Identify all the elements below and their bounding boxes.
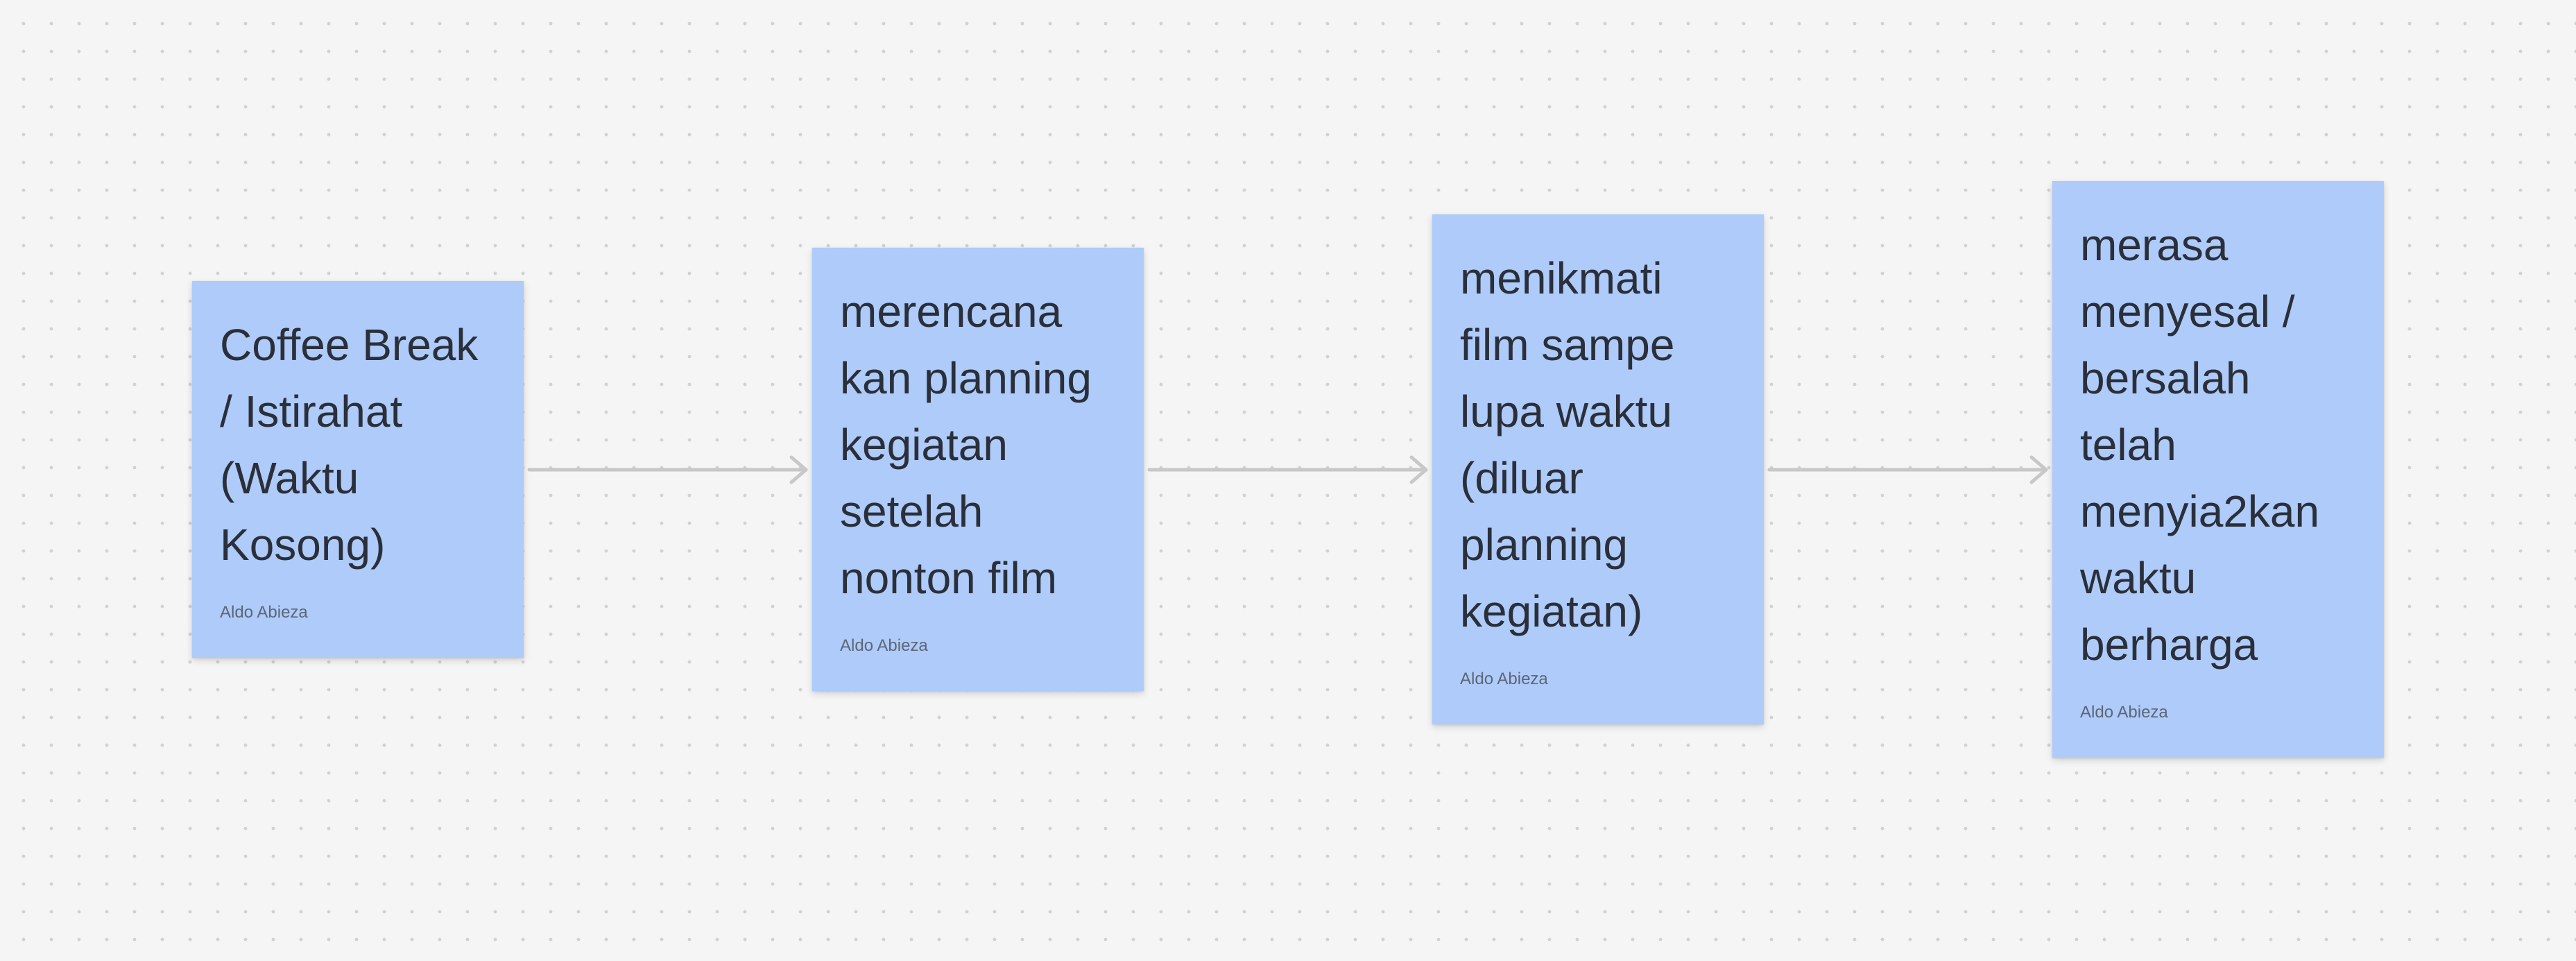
sticky-note-1[interactable]: Coffee Break / Istirahat (Waktu Kosong) …	[192, 281, 524, 658]
sticky-note-text: Coffee Break / Istirahat (Waktu Kosong)	[220, 320, 479, 570]
sticky-note-author: Aldo Abieza	[1460, 670, 1548, 688]
sticky-note-2[interactable]: merencana kan planning kegiatan setelah …	[812, 248, 1144, 691]
connector-arrow-2-3[interactable]	[1147, 455, 1428, 484]
sticky-note-author: Aldo Abieza	[220, 603, 308, 622]
sticky-note-author: Aldo Abieza	[2080, 703, 2168, 722]
connector-arrow-3-4[interactable]	[1767, 455, 2048, 484]
sticky-note-text: merencana kan planning kegiatan setelah …	[840, 287, 1092, 603]
sticky-note-4[interactable]: merasa menyesal / bersalah telah menyia2…	[2052, 181, 2384, 758]
sticky-note-author: Aldo Abieza	[840, 636, 928, 655]
sticky-note-text: merasa menyesal / bersalah telah menyia2…	[2080, 220, 2320, 670]
connector-arrow-1-2[interactable]	[527, 455, 808, 484]
sticky-note-3[interactable]: menikmati film sampe lupa waktu (diluar …	[1432, 214, 1764, 724]
sticky-note-text: menikmati film sampe lupa waktu (diluar …	[1460, 253, 1675, 636]
